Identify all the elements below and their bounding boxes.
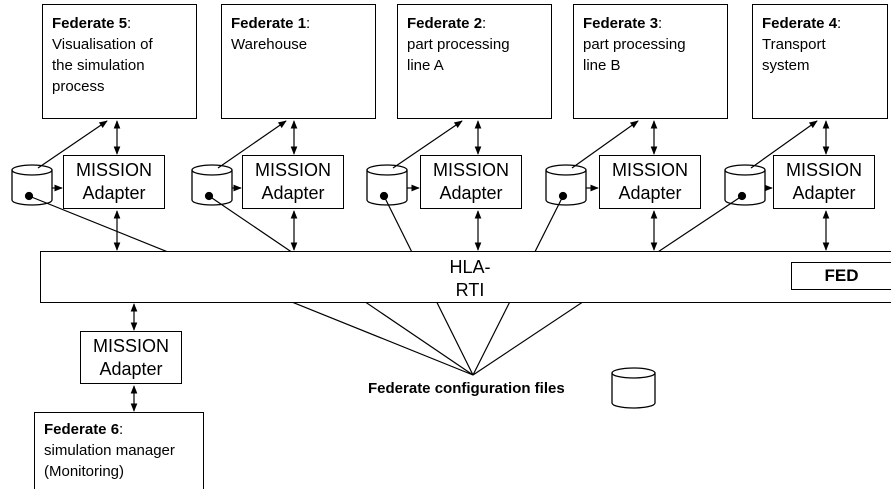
- config-to-federate-arrow: [37, 120, 108, 169]
- hla-rti-label: HLA-RTI: [449, 257, 491, 300]
- config-to-federate-arrow: [571, 120, 639, 169]
- federate-6-desc-2: (Monitoring): [44, 463, 125, 480]
- federate-1-desc-1: Warehouse: [231, 36, 308, 53]
- federate-1-box: Federate 1: Warehouse: [221, 4, 376, 119]
- database-icon: [11, 164, 53, 206]
- federate-4-box: Federate 4: Transport system: [752, 4, 888, 119]
- federate-2-desc-1: part processing: [407, 36, 510, 53]
- federate-2-desc-2: line A: [407, 57, 444, 74]
- database-icon: [191, 164, 233, 206]
- federate-5-desc-1: Visualisation of: [52, 36, 153, 53]
- federate-6-desc-1: simulation manager: [44, 442, 175, 459]
- federate-2-box: Federate 2: part processing line A: [397, 4, 552, 119]
- federate-5-box: Federate 5: Visualisation of the simulat…: [42, 4, 197, 119]
- federate-5-id: Federate 5: [52, 15, 128, 32]
- federate-6-box: Federate 6: simulation manager (Monitori…: [34, 412, 204, 489]
- federate-6-id: Federate 6: [44, 421, 120, 438]
- fed-file-box: FED: [791, 262, 891, 290]
- config-files-label: Federate configuration files: [368, 380, 565, 397]
- federate-1-id: Federate 1: [231, 15, 307, 32]
- federate-4-desc-1: Transport: [762, 36, 826, 53]
- config-files-icon: [611, 367, 656, 409]
- config-to-federate-arrow: [750, 120, 818, 169]
- federate-5-desc-3: process: [52, 78, 105, 95]
- federate-3-desc-2: line B: [583, 57, 621, 74]
- federate-4-id: Federate 4: [762, 15, 838, 32]
- federate-3-desc-1: part processing: [583, 36, 686, 53]
- hla-rti-bar: [40, 251, 891, 303]
- federate-4-desc-2: system: [762, 57, 810, 74]
- database-icon: [724, 164, 766, 206]
- database-icon: [366, 164, 408, 206]
- federate-2-id: Federate 2: [407, 15, 483, 32]
- federate-5-desc-2: the simulation: [52, 57, 145, 74]
- database-icon: [545, 164, 587, 206]
- config-to-federate-arrow: [392, 120, 463, 169]
- federate-3-box: Federate 3: part processing line B: [573, 4, 728, 119]
- config-to-federate-arrow: [217, 120, 287, 169]
- federate-3-id: Federate 3: [583, 15, 659, 32]
